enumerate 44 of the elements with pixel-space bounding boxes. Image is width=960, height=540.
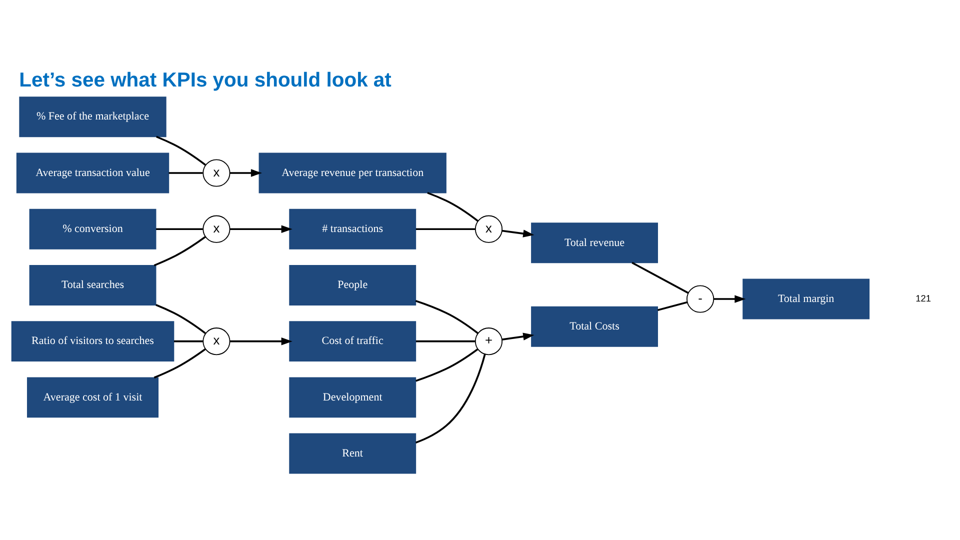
node-box: Cost of traffic — [289, 320, 416, 362]
connector — [156, 135, 206, 166]
node-box: Average transaction value — [16, 152, 170, 193]
connector — [416, 348, 478, 382]
node-box: People — [289, 264, 416, 305]
label: 121 — [916, 292, 932, 303]
node-box: % conversion — [29, 208, 156, 249]
connector — [632, 261, 689, 294]
node-box: % Fee of the marketplace — [19, 96, 166, 137]
diagram-title: Let’s see what KPIs you should look at — [19, 69, 392, 92]
node-box: Total Costs — [531, 306, 658, 346]
node-box: Rent — [289, 432, 416, 474]
connector — [657, 300, 688, 310]
arrow — [502, 332, 534, 340]
connector — [415, 300, 479, 334]
arrow — [502, 229, 534, 237]
connector — [154, 348, 206, 378]
connector — [416, 228, 476, 230]
connector — [415, 354, 486, 443]
node-circle: - — [686, 284, 714, 312]
node-box: Ratio of visitors to searches — [11, 320, 174, 362]
connector — [156, 304, 206, 334]
node-box: Average revenue per transaction — [258, 152, 446, 193]
node-box: Development — [289, 376, 416, 418]
connector — [427, 191, 479, 222]
arrow — [230, 168, 262, 176]
node-circle: x — [474, 214, 503, 242]
node-circle: x — [202, 214, 230, 242]
connector — [174, 340, 203, 342]
connector — [154, 236, 206, 266]
node-circle: + — [474, 327, 503, 355]
node-box: Total revenue — [531, 222, 658, 263]
node-box: Total searches — [29, 264, 156, 305]
node-box: # transactions — [289, 208, 416, 249]
node-circle: x — [202, 158, 230, 186]
connector — [156, 228, 203, 230]
connector — [416, 340, 476, 342]
arrow — [714, 294, 746, 302]
node-circle: x — [202, 327, 230, 355]
arrow — [230, 336, 292, 345]
node-box: Average cost of 1 visit — [27, 376, 159, 418]
connector — [168, 172, 203, 174]
arrow — [230, 224, 292, 232]
node-box: Total margin — [742, 278, 870, 319]
